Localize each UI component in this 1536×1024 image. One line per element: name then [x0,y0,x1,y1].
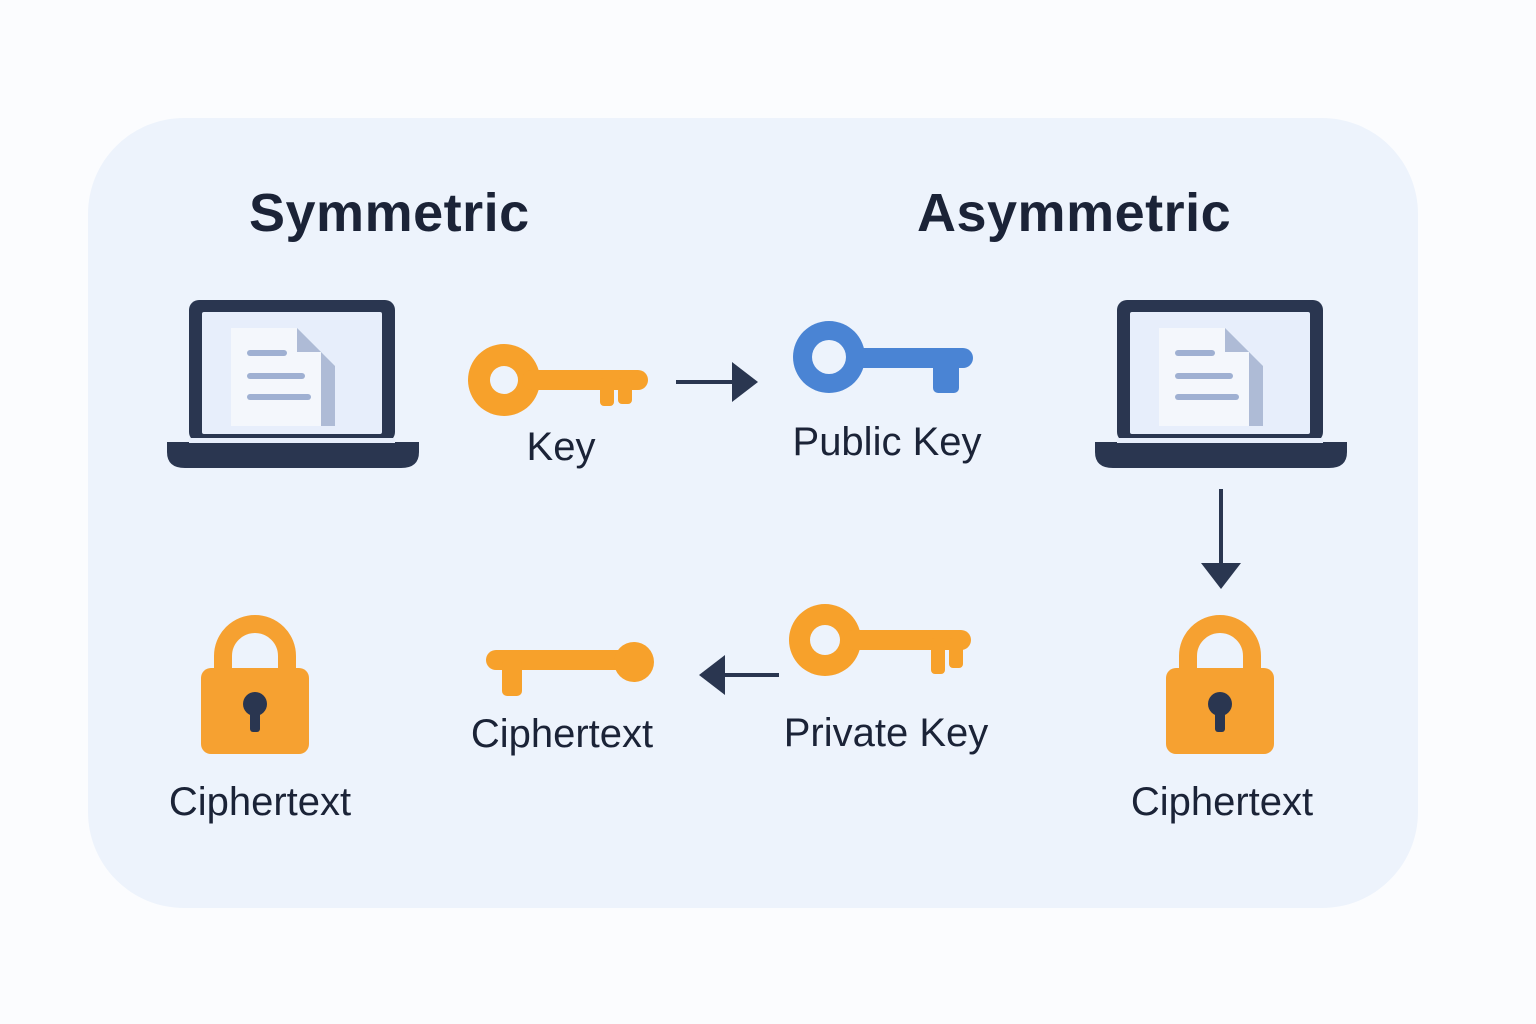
ciphertext-label-left: Ciphertext [168,780,352,824]
key-icon [468,344,648,416]
diagram-panel [88,118,1418,908]
key-label: Key [526,425,596,469]
padlock-icon-left [201,615,309,754]
private-key-label: Private Key [783,711,989,755]
asymmetric-heading: Asymmetric [917,183,1232,243]
symmetric-heading: Symmetric [249,183,530,243]
private-key-icon [789,604,971,676]
public-key-icon [793,321,973,393]
ciphertext-label-middle: Ciphertext [470,712,654,756]
public-key-label: Public Key [792,420,982,464]
arrow-left-icon [699,655,779,695]
padlock-icon-right [1166,615,1274,754]
laptop-document-icon-left [167,300,419,468]
arrow-down-icon [1201,489,1241,589]
arrow-right-icon [676,362,758,402]
laptop-document-icon-right [1095,300,1347,468]
ciphertext-key-icon [486,642,654,696]
ciphertext-label-right: Ciphertext [1130,780,1314,824]
